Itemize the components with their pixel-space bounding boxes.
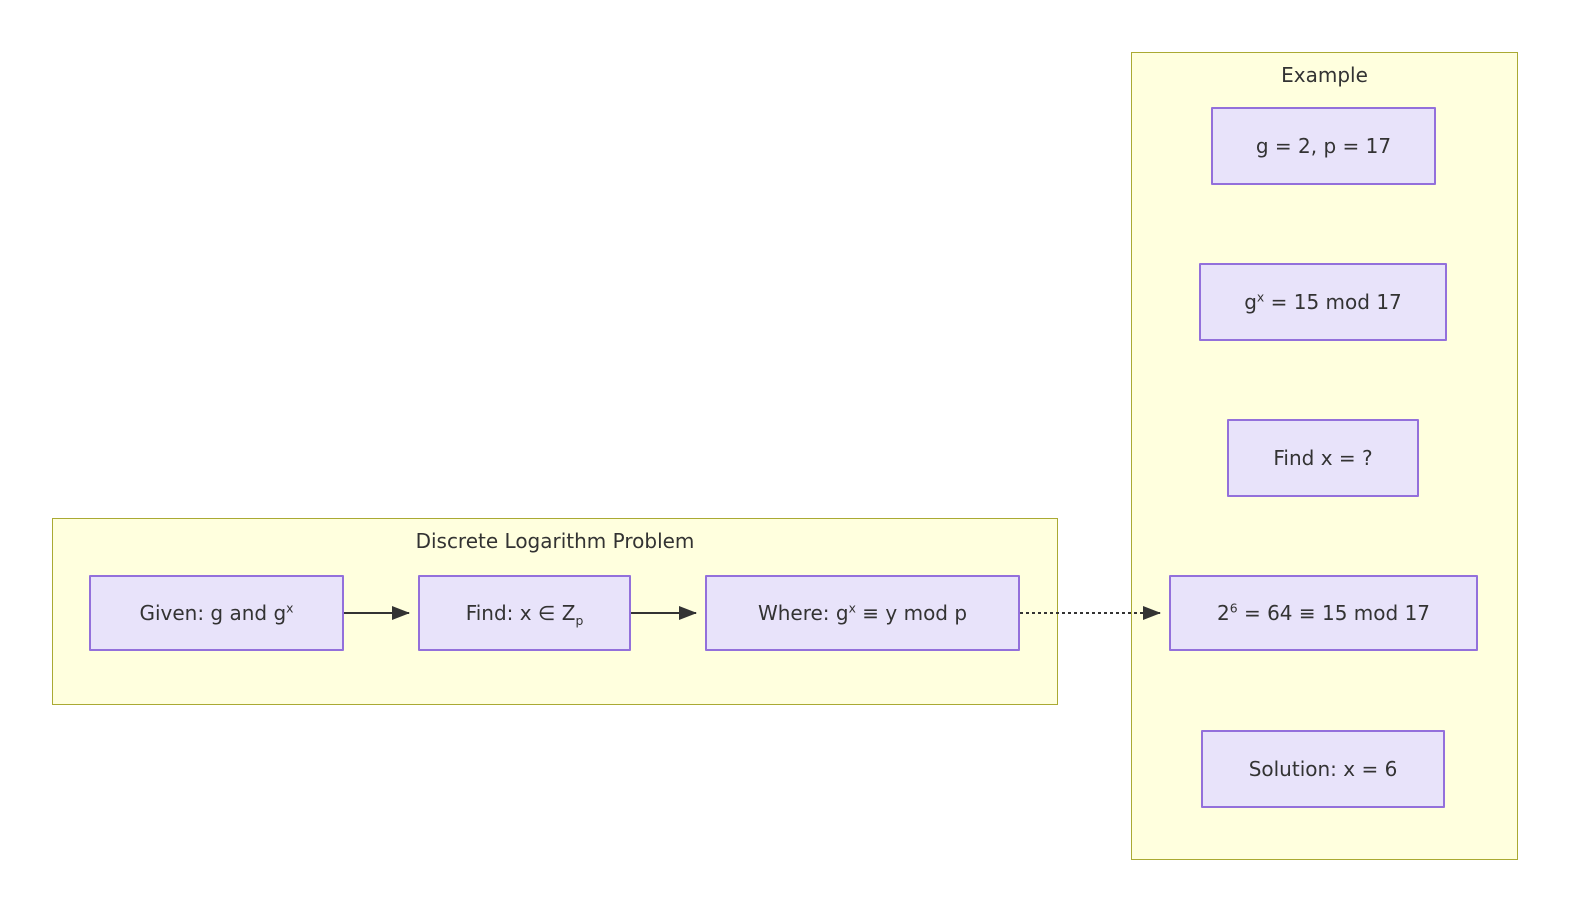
node-find-label: Find: x ∈ Zp	[465, 601, 584, 628]
node-params[interactable]: g = 2, p = 17	[1211, 107, 1436, 185]
subgraph-title-left: Discrete Logarithm Problem	[415, 529, 695, 553]
node-solution[interactable]: Solution: x = 6	[1201, 730, 1445, 808]
subgraph-title-right: Example	[1281, 63, 1368, 87]
node-find[interactable]: Find: x ∈ Zp	[418, 575, 631, 651]
node-given[interactable]: Given: g and gx	[89, 575, 344, 651]
node-compute[interactable]: 26 = 64 ≡ 15 mod 17	[1169, 575, 1478, 651]
node-compute-label: 26 = 64 ≡ 15 mod 17	[1216, 600, 1431, 625]
node-params-label: g = 2, p = 17	[1255, 134, 1392, 158]
node-question-label: Find x = ?	[1273, 446, 1373, 470]
node-equation[interactable]: gx = 15 mod 17	[1199, 263, 1447, 341]
node-question[interactable]: Find x = ?	[1227, 419, 1419, 497]
node-given-label: Given: g and gx	[139, 600, 294, 625]
node-solution-label: Solution: x = 6	[1248, 757, 1398, 781]
node-where[interactable]: Where: gx ≡ y mod p	[705, 575, 1020, 651]
node-equation-label: gx = 15 mod 17	[1244, 289, 1402, 314]
node-where-label: Where: gx ≡ y mod p	[757, 600, 968, 625]
